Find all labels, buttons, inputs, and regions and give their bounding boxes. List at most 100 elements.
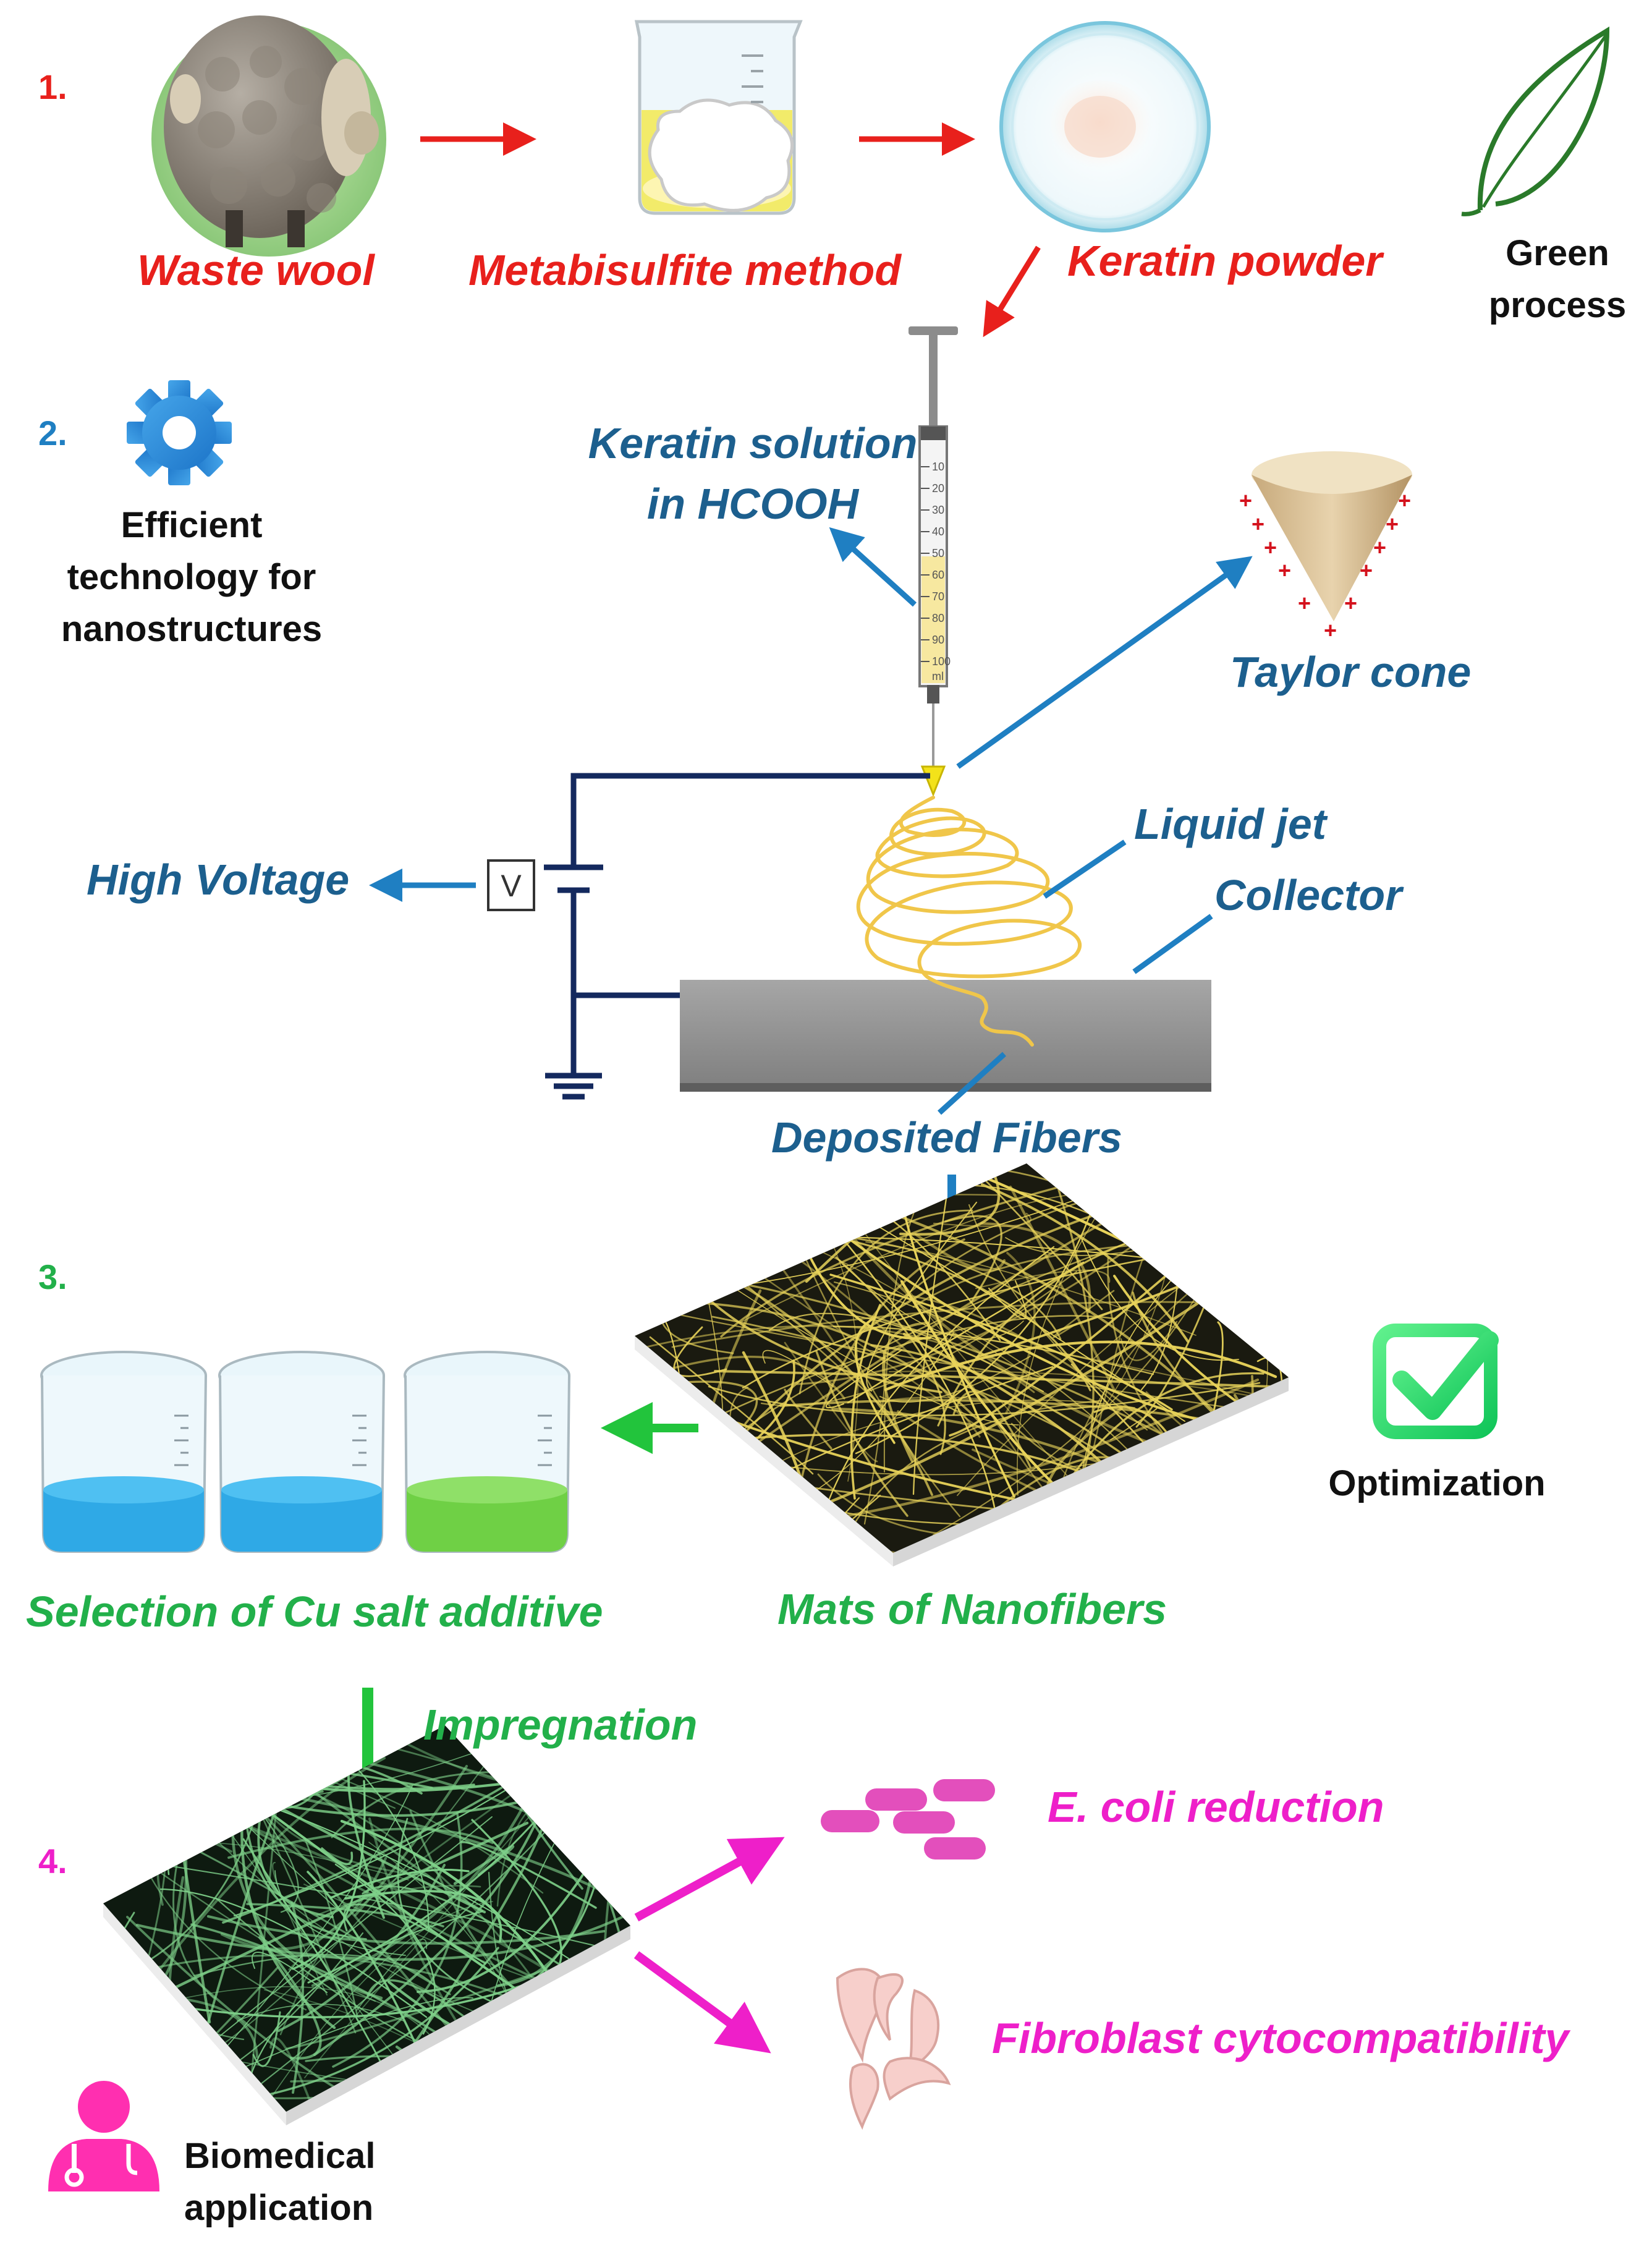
label-deposited-fibers: Deposited Fibers — [771, 1113, 1122, 1162]
nanofiber-strand — [272, 1861, 328, 1996]
efficient-line2: technology for — [67, 557, 316, 598]
nanofiber-mat — [635, 1163, 1289, 1566]
nanofiber-strand — [151, 1725, 325, 1775]
nanofiber-strand — [1074, 1174, 1112, 1205]
voltmeter: V — [487, 859, 535, 911]
nanofiber-strand — [884, 1340, 1277, 1392]
nanofiber-strand — [451, 2064, 557, 2093]
nanofiber-strand — [667, 1184, 821, 1246]
nanofiber-strand — [1110, 1406, 1158, 1440]
syringe-scale-label: 30 — [932, 504, 944, 516]
biomedical-line1: Biomedical — [184, 2136, 376, 2176]
nanofiber-strand — [784, 1341, 878, 1463]
nanofiber-strand — [109, 1954, 518, 2002]
svg-text:+: + — [1344, 590, 1357, 616]
nanofiber-strand — [227, 1827, 494, 1859]
label-efficient-technology: Efficient technology for nanostructures — [37, 499, 346, 655]
label-taylor-cone: Taylor cone — [1230, 648, 1472, 696]
label-keratin-solution: Keratin solution in HCOOH — [567, 413, 938, 534]
svg-text:+: + — [1264, 535, 1277, 560]
nanofiber-strand — [899, 1171, 1001, 1236]
syringe-scale-label: 80 — [932, 612, 944, 624]
fibroblast-icon — [836, 1968, 951, 2130]
label-liquid-jet: Liquid jet — [1134, 800, 1327, 848]
label-mats-of-nanofibers: Mats of Nanofibers — [777, 1585, 1167, 1633]
voltmeter-label: V — [501, 869, 522, 903]
arrow-powder-to-syringe — [983, 245, 1041, 338]
arrow-to-ecoli — [634, 1837, 785, 1922]
syringe-scale-label: 10 — [932, 461, 944, 473]
nanofiber-strand — [522, 2055, 613, 2102]
leader-deposited-fibers — [937, 1052, 1007, 1115]
nanofiber-strand — [161, 1872, 376, 2002]
nanofiber-strand — [784, 1388, 832, 1450]
label-green-process: Green process — [1471, 227, 1644, 331]
syringe-scale-label: 100 — [932, 655, 951, 668]
nanofiber-strand — [929, 1331, 1271, 1398]
petri-dish-icon — [999, 21, 1211, 232]
beaker-icon — [634, 20, 803, 215]
nanofiber-strand — [195, 1733, 286, 1775]
nanofiber-strand — [933, 1212, 1031, 1228]
svg-text:+: + — [1373, 535, 1386, 560]
nanofiber-strand — [825, 1350, 902, 1409]
svg-text:+: + — [1239, 488, 1252, 513]
nanofiber-strand — [237, 2004, 404, 2021]
label-impregnation: Impregnation — [423, 1701, 698, 1749]
label-ecoli-reduction: E. coli reduction — [1048, 1783, 1384, 1831]
nanofiber-strand — [805, 1163, 870, 1225]
bacteria-icon — [821, 1779, 995, 1860]
nanofiber-strand — [258, 1936, 322, 2060]
syringe-scale-label: 60 — [932, 569, 944, 581]
leaf-icon — [1461, 26, 1610, 216]
arrow-keratin-solution — [829, 527, 917, 607]
green-process-line1: Green — [1506, 233, 1609, 273]
efficient-line3: nanostructures — [61, 609, 323, 650]
nanofiber-strand — [231, 1801, 383, 2000]
syringe-scale-label: 70 — [932, 590, 944, 603]
svg-text:+: + — [1398, 488, 1411, 513]
doctor-icon — [48, 2081, 159, 2191]
keratin-solution-line2: in HCOOH — [646, 480, 859, 528]
label-high-voltage: High Voltage — [87, 856, 350, 904]
nanofiber-strand — [246, 1903, 444, 1928]
impregnated-mat — [103, 1725, 630, 2125]
svg-text:+: + — [1278, 558, 1291, 583]
nanofiber-strand — [290, 1902, 304, 2094]
syringe-scale-label: 40 — [932, 525, 944, 538]
nanofiber-strand — [741, 1193, 1080, 1322]
nanofiber-strand — [103, 1735, 141, 1794]
label-metabisulfite-method: Metabisulfite method — [468, 246, 902, 294]
label-selection-cu-salt: Selection of Cu salt additive — [26, 1588, 603, 1636]
syringe-scale-label: 90 — [932, 634, 944, 646]
step-number-3: 3. — [38, 1257, 67, 1296]
nanofiber-strand — [635, 1325, 1035, 1393]
nanofiber-strand — [671, 1301, 1210, 1348]
step-number-2: 2. — [38, 414, 67, 453]
nanofiber-strand — [286, 1968, 547, 2050]
battery-icon — [544, 864, 603, 893]
efficient-line1: Efficient — [121, 505, 263, 545]
nanofiber-strand — [944, 1215, 1002, 1304]
nanofiber-strand — [866, 1201, 978, 1392]
nanofiber-strand — [356, 1938, 427, 2011]
green-process-line2: process — [1488, 285, 1627, 326]
nanofiber-strand — [798, 1209, 973, 1395]
svg-text:+: + — [1324, 618, 1337, 643]
beaker-cu-2 — [218, 1351, 385, 1553]
nanofiber-strand — [790, 1238, 965, 1530]
nanofiber-strand — [206, 1915, 606, 1945]
label-biomedical-application: Biomedical application — [184, 2130, 375, 2234]
nanofiber-strand — [545, 2053, 621, 2099]
nanofiber-strand — [842, 1264, 1024, 1340]
nanofiber-strand — [241, 1910, 484, 2106]
collector-plate — [680, 980, 1211, 1092]
nanofiber-strand — [269, 2037, 316, 2112]
nanofiber-strand — [1143, 1219, 1213, 1274]
nanofiber-strand — [1089, 1523, 1129, 1553]
nanofiber-strand — [968, 1204, 1148, 1430]
nanofiber-strand — [397, 1817, 507, 2009]
leader-liquid-jet — [1043, 839, 1127, 899]
